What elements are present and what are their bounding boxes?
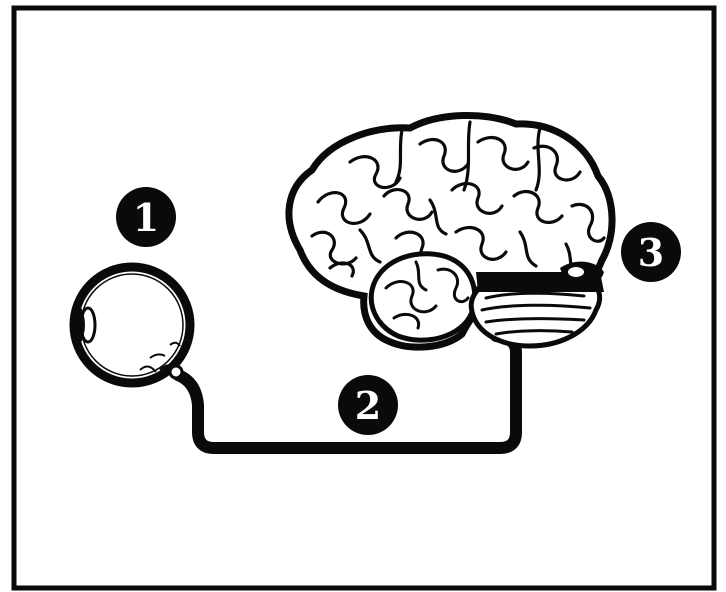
marker-2: 2 <box>338 375 398 435</box>
eyeball-icon <box>74 267 190 383</box>
marker-3-label: 3 <box>638 230 664 275</box>
marker-1-label: 1 <box>133 195 159 240</box>
marker-1: 1 <box>116 187 176 247</box>
marker-2-label: 2 <box>355 383 381 428</box>
marker-3: 3 <box>621 222 681 282</box>
